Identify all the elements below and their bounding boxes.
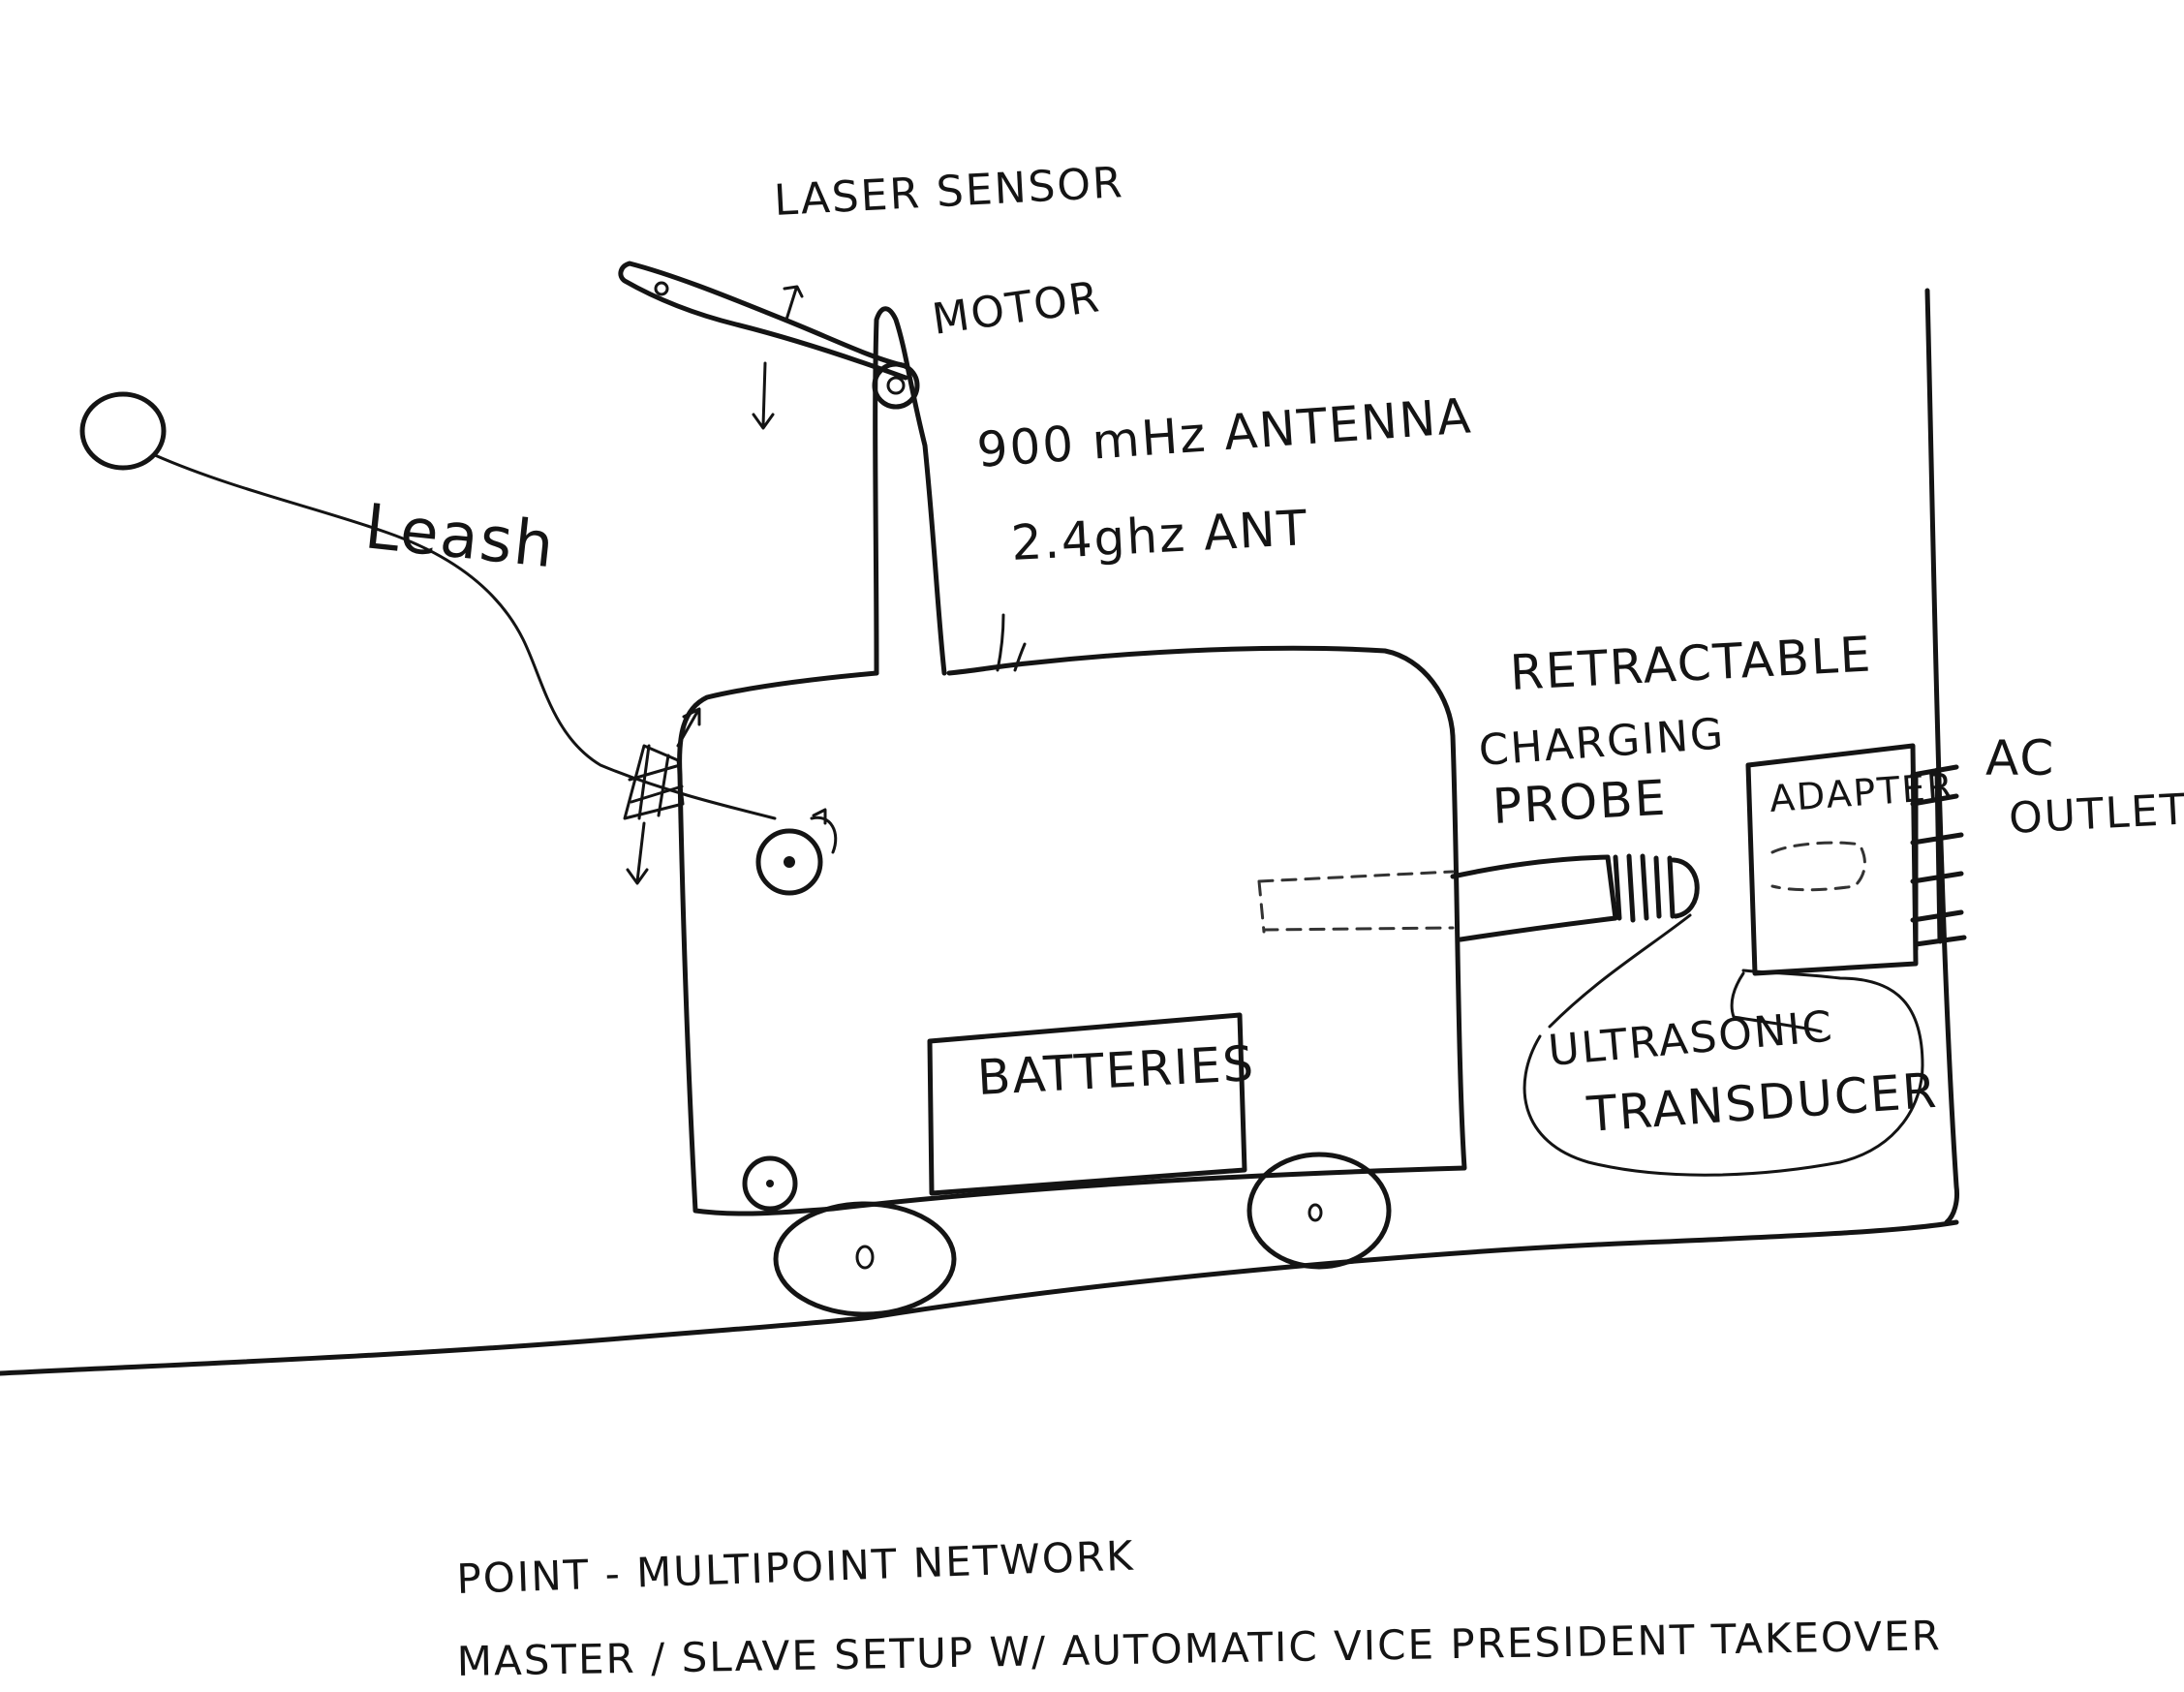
ground-line	[0, 1219, 1959, 1376]
adapter-box	[1745, 743, 1919, 976]
transducer-leader	[1548, 913, 1692, 1029]
leash-reel	[755, 828, 823, 896]
charging-probe-contacts	[1613, 853, 1676, 923]
front-left-wheel	[773, 1201, 957, 1317]
leash-mount-hatch	[623, 744, 685, 820]
leash-up-arrow	[676, 707, 701, 748]
leash-handle	[79, 391, 167, 471]
rear-right-wheel-hub	[1307, 1203, 1323, 1222]
outlet-label: OUTLET	[2008, 784, 2184, 844]
leash-cord	[153, 453, 777, 820]
ac-outlet-prongs	[1910, 764, 1967, 952]
leash-down-arrow	[626, 821, 649, 885]
batteries-label: BATTERIES	[976, 1035, 1257, 1106]
laser-sensor-arm	[618, 261, 908, 381]
charging-probe-arm	[1450, 854, 1618, 942]
sensor-mast	[873, 306, 947, 676]
adapter-label: ADAPTER	[1769, 765, 1956, 820]
adapter-cable	[1730, 971, 1823, 1033]
arm-up-arrow	[783, 285, 804, 322]
wall-line	[1924, 288, 1959, 1225]
transducer-label: TRANSDUCER	[1584, 1062, 1940, 1143]
motor-label: MOTOR	[929, 272, 1103, 345]
probe-label: PROBE	[1492, 770, 1669, 835]
ac-label: AC	[1985, 730, 2055, 786]
rear-caster	[742, 1155, 798, 1212]
front-left-wheel-hub	[855, 1245, 875, 1270]
charging-probe-tip	[1671, 857, 1700, 919]
motor-pivot-inner	[886, 376, 906, 395]
leash-label: Leash	[361, 491, 559, 582]
charging-probe-housing	[1257, 870, 1455, 934]
laser-sensor-label: LASER SENSOR	[773, 158, 1125, 226]
leash-reel-hub	[784, 856, 795, 868]
retractable-label: RETRACTABLE	[1509, 626, 1874, 701]
antenna-stub	[996, 613, 1027, 672]
reel-rotation-arrow	[810, 808, 838, 854]
battery-box	[927, 1012, 1247, 1196]
rear-caster-hub	[766, 1180, 774, 1187]
transducer-callout-bubble	[1523, 969, 1924, 1177]
antenna-24-label: 2.4ghz ANT	[1010, 500, 1310, 571]
arm-down-arrow	[752, 361, 775, 430]
rear-right-wheel	[1246, 1152, 1392, 1270]
laser-sensor-lens	[654, 281, 669, 296]
charging-label: CHARGING	[1477, 709, 1727, 776]
ultrasonic-label: ULTRASONIC	[1547, 1001, 1836, 1076]
antenna-900-label: 900 mHz ANTENNA	[975, 387, 1474, 478]
adapter-inner-dashed	[1770, 841, 1866, 892]
robot-body	[677, 645, 1467, 1216]
network-note-line2: MASTER / SLAVE SETUP W/ AUTOMATIC VICE P…	[456, 1612, 1942, 1685]
motor-pivot-outer	[872, 361, 920, 410]
network-note-line1: POINT - MULTIPOINT NETWORK	[456, 1532, 1136, 1603]
